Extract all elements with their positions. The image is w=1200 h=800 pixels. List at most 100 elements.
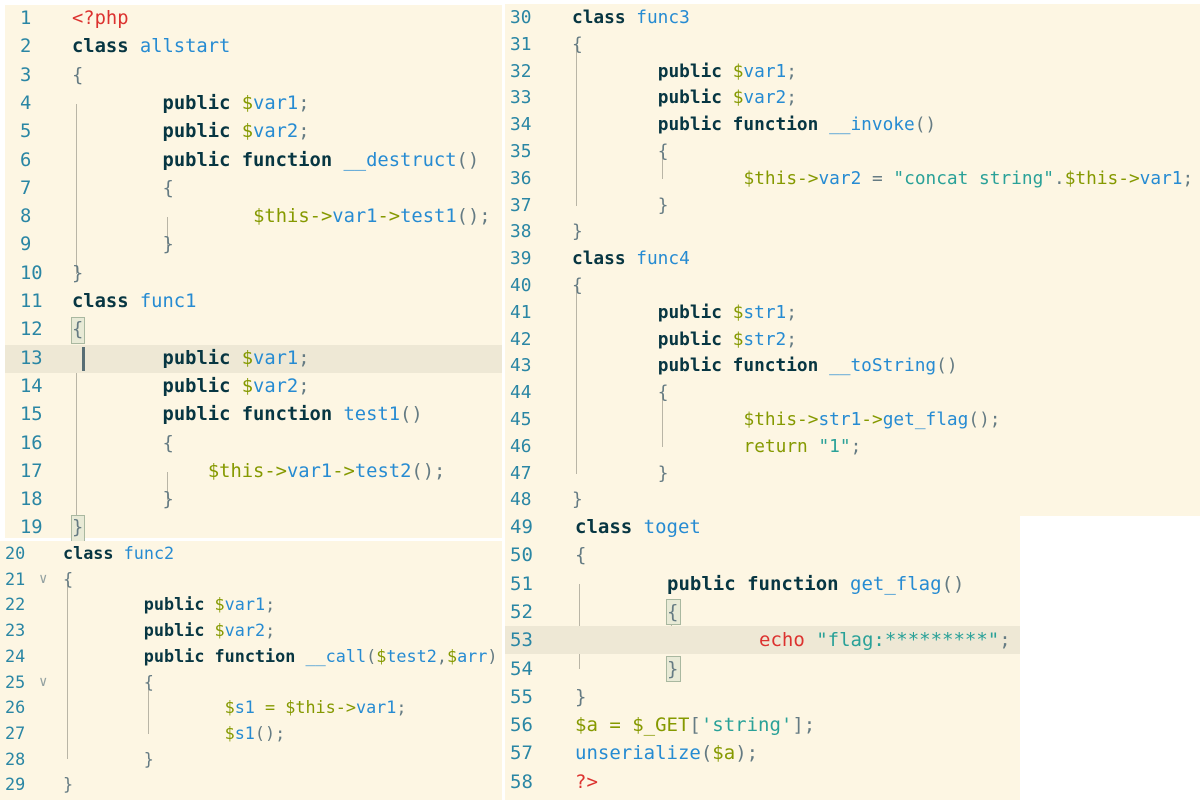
code-token: class [572,248,626,270]
code-line[interactable]: 8$this->var1->test1(); [5,203,502,231]
code-token: var1 [1139,167,1183,189]
code-line[interactable]: 47} [505,461,1200,488]
code-line[interactable]: 10} [5,260,502,288]
code-token: var1 [332,206,378,228]
code-token: func2 [123,543,175,563]
fold-chevron-icon[interactable]: ∨ [39,570,48,587]
code-text: class func3 [572,5,690,32]
code-text: } [658,193,669,220]
indent-guide [166,471,168,501]
code-token: ; [1182,167,1194,189]
code-token: ; [298,347,310,369]
code-token: class [72,291,129,312]
code-token: <?php [72,8,129,29]
code-line[interactable]: 44{ [505,380,1200,407]
line-number: 47 [510,462,532,484]
code-line[interactable]: 21∨{ [0,567,502,593]
code-token: } [572,221,583,243]
code-line[interactable]: 18} [5,486,502,514]
line-number: 51 [510,572,533,595]
code-text: public $str2; [658,327,797,354]
line-number: 34 [510,114,532,136]
code-token: s1 [234,722,255,743]
code-line[interactable]: 36$this->var2 = "concat string".$this->v… [505,166,1200,193]
code-line[interactable]: 35{ [505,139,1200,166]
code-token: func1 [139,291,197,312]
code-token: $a [712,742,736,765]
code-token [722,61,733,82]
code-token: () [456,149,480,171]
line-number: 37 [510,194,532,216]
code-line[interactable]: 27$s1(); [0,721,502,747]
code-token: } [657,194,669,216]
code-line[interactable]: 38} [505,219,1200,246]
code-text: $this->var1->test2(); [208,458,445,486]
code-line[interactable]: 25∨{ [0,670,502,696]
line-number: 7 [20,177,32,199]
code-token: var1 [253,92,299,114]
code-token: ; [850,435,862,457]
code-token: test1 [400,206,457,228]
code-line[interactable]: 7{ [5,175,502,203]
code-line[interactable]: 28} [0,747,502,773]
code-line[interactable]: 37} [505,193,1200,220]
code-line[interactable]: 54} [505,655,1020,683]
code-line[interactable]: 58?> [505,768,1020,796]
code-token: ; [786,60,797,82]
line-number: 56 [510,714,533,737]
code-line[interactable]: 40{ [505,273,1200,300]
code-line[interactable]: 45$this->str1->get_flag(); [505,407,1200,434]
code-line[interactable]: 19} [5,514,502,542]
code-line[interactable]: 1<?php [5,5,502,33]
line-number: 43 [510,355,532,377]
code-line[interactable]: 9} [5,231,502,259]
code-line[interactable]: 16{ [5,430,502,458]
code-line[interactable]: 17$this->var1->test2(); [5,458,502,486]
code-line[interactable]: 12{ [5,316,502,344]
code-text: } [144,747,154,773]
code-line[interactable]: 3{ [5,62,502,90]
code-line[interactable]: 29} [0,772,502,798]
code-line[interactable]: 50{ [505,541,1020,569]
code-text: $this->str1->get_flag(); [744,407,1001,434]
code-text: { [575,541,586,569]
code-token: public function [667,572,839,595]
code-token: public [143,620,205,641]
code-token: $ [214,594,225,615]
code-line[interactable]: 52{ [505,598,1020,626]
code-line[interactable]: 48} [505,487,1200,514]
code-line[interactable]: 26$s1 = $this->var1; [0,695,502,721]
fold-chevron-icon[interactable]: ∨ [39,673,48,690]
code-token [839,573,850,595]
code-line[interactable]: 55} [505,683,1020,711]
code-line[interactable]: 56$a = $_GET['string']; [505,711,1020,739]
code-line[interactable]: 31{ [505,32,1200,59]
code-token: var2 [224,620,266,641]
code-token: () [936,355,958,377]
